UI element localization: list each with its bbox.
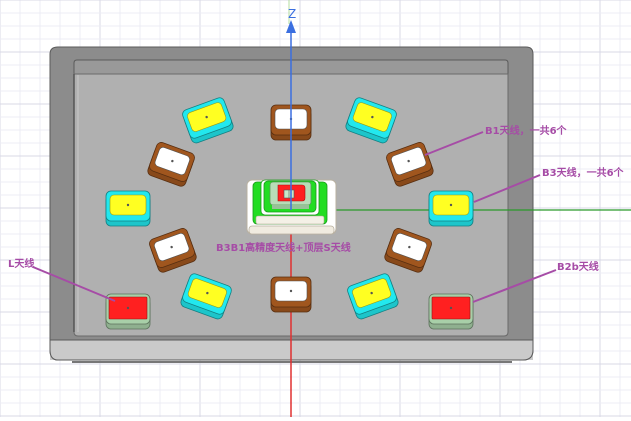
annotation-leaders xyxy=(32,131,557,303)
feed-point xyxy=(170,245,173,249)
l-antenna[interactable] xyxy=(105,293,151,330)
axis-z-arrowhead xyxy=(286,20,296,33)
b3-antenna[interactable] xyxy=(181,96,234,144)
feed-point xyxy=(126,306,130,310)
b1-antenna[interactable] xyxy=(146,141,196,188)
b3-antenna[interactable] xyxy=(344,96,397,144)
b1-antenna[interactable] xyxy=(148,227,198,274)
feed-point xyxy=(289,289,293,293)
leader-l xyxy=(32,266,116,302)
annotation-l: L天线 xyxy=(8,259,35,270)
axis-z-label: Z xyxy=(288,7,297,21)
b3-antenna[interactable] xyxy=(346,272,399,320)
feed-point xyxy=(370,291,373,295)
antenna-group xyxy=(105,96,474,330)
feed-point xyxy=(449,203,453,207)
annotation-b2b: B2b天线 xyxy=(557,262,599,273)
feed-point xyxy=(126,203,130,207)
b3-antenna[interactable] xyxy=(428,190,474,227)
feed-point xyxy=(205,115,208,119)
b3-antenna[interactable] xyxy=(105,190,151,227)
b1-antenna[interactable] xyxy=(270,276,312,313)
leader-b3 xyxy=(473,174,541,203)
annotation-b1: B1天线，一共6个 xyxy=(485,126,567,137)
feed-point xyxy=(408,245,411,249)
annotation-center: B3B1高精度天线+顶层S天线 xyxy=(216,243,351,254)
leader-b1 xyxy=(424,131,484,156)
annotation-b3: B3天线，一共6个 xyxy=(542,168,624,179)
feed-point xyxy=(171,159,174,163)
feed-point xyxy=(449,306,453,310)
feed-point xyxy=(206,291,209,295)
b1-antenna[interactable] xyxy=(385,141,435,188)
b1-antenna[interactable] xyxy=(383,227,433,274)
b3-antenna[interactable] xyxy=(179,272,232,320)
leader-b2b xyxy=(472,269,557,303)
feed-point xyxy=(407,159,410,163)
b2b-antenna[interactable] xyxy=(428,293,474,330)
feed-point xyxy=(371,115,374,119)
